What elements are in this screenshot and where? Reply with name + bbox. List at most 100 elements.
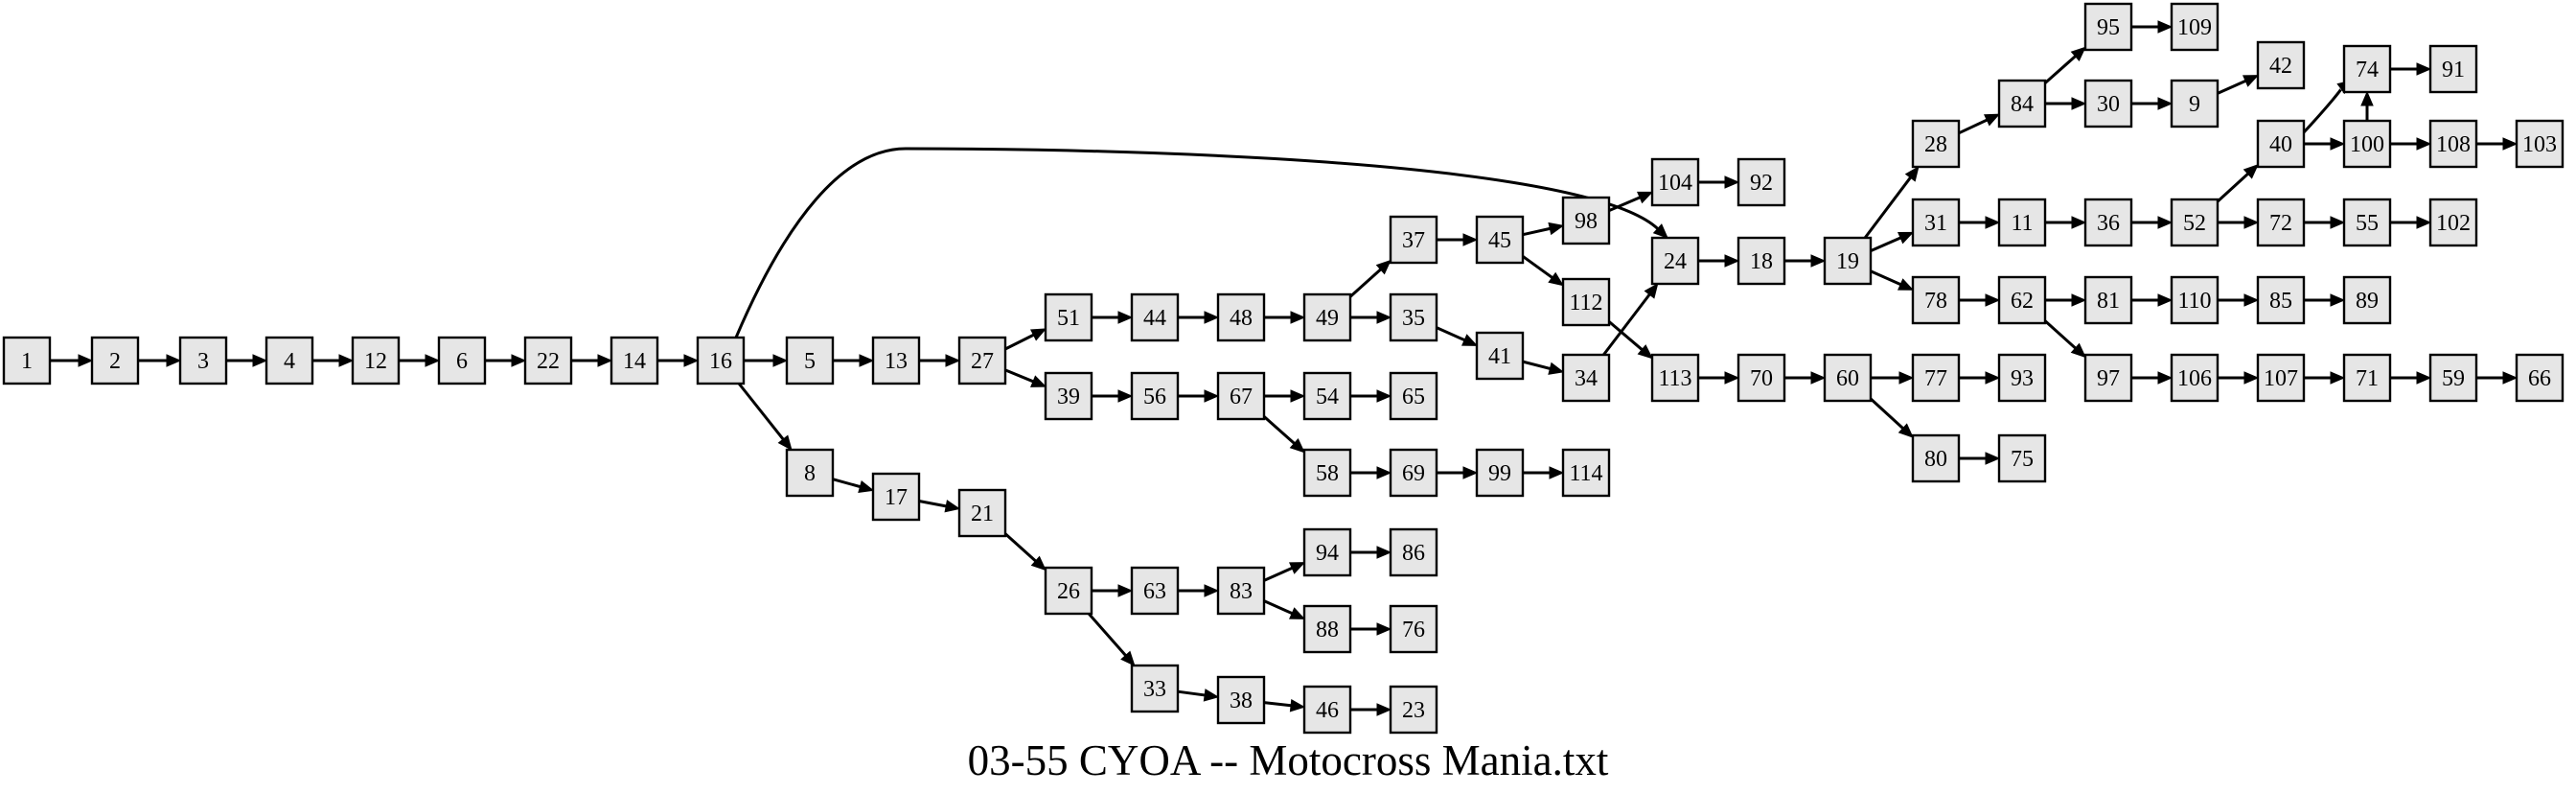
node-71[interactable]: 71 bbox=[2342, 353, 2392, 403]
node-42[interactable]: 42 bbox=[2256, 40, 2306, 90]
node-6[interactable]: 6 bbox=[437, 336, 487, 385]
node-63[interactable]: 63 bbox=[1130, 566, 1180, 616]
node-1[interactable]: 1 bbox=[2, 336, 52, 385]
node-36[interactable]: 36 bbox=[2083, 198, 2133, 247]
node-14[interactable]: 14 bbox=[610, 336, 659, 385]
edge-21-to-26 bbox=[1003, 532, 1046, 572]
node-49[interactable]: 49 bbox=[1302, 292, 1352, 342]
node-66[interactable]: 66 bbox=[2515, 353, 2564, 403]
node-54[interactable]: 54 bbox=[1302, 371, 1352, 421]
node-8[interactable]: 8 bbox=[785, 448, 835, 498]
node-108[interactable]: 108 bbox=[2428, 119, 2478, 169]
node-114[interactable]: 114 bbox=[1561, 448, 1611, 498]
node-78[interactable]: 78 bbox=[1911, 275, 1961, 325]
node-11[interactable]: 11 bbox=[1997, 198, 2047, 247]
node-113[interactable]: 113 bbox=[1650, 353, 1700, 403]
node-103[interactable]: 103 bbox=[2515, 119, 2564, 169]
node-28[interactable]: 28 bbox=[1911, 119, 1961, 169]
node-102[interactable]: 102 bbox=[2428, 198, 2478, 247]
node-88[interactable]: 88 bbox=[1302, 604, 1352, 654]
arrowhead bbox=[2360, 90, 2374, 106]
node-21[interactable]: 21 bbox=[957, 488, 1007, 538]
node-19[interactable]: 19 bbox=[1823, 236, 1873, 286]
node-35[interactable]: 35 bbox=[1389, 292, 1438, 342]
node-77[interactable]: 77 bbox=[1911, 353, 1961, 403]
node-45[interactable]: 45 bbox=[1475, 215, 1525, 265]
node-59[interactable]: 59 bbox=[2428, 353, 2478, 403]
edge-line bbox=[1263, 701, 1292, 708]
node-52[interactable]: 52 bbox=[2170, 198, 2220, 247]
node-110[interactable]: 110 bbox=[2170, 275, 2220, 325]
node-48[interactable]: 48 bbox=[1216, 292, 1266, 342]
node-16[interactable]: 16 bbox=[696, 336, 746, 385]
node-76[interactable]: 76 bbox=[1389, 604, 1438, 654]
node-12[interactable]: 12 bbox=[351, 336, 401, 385]
node-92[interactable]: 92 bbox=[1736, 157, 1786, 207]
node-83[interactable]: 83 bbox=[1216, 566, 1266, 616]
node-23[interactable]: 23 bbox=[1389, 685, 1438, 735]
node-27[interactable]: 27 bbox=[957, 336, 1007, 385]
node-46[interactable]: 46 bbox=[1302, 685, 1352, 735]
node-106[interactable]: 106 bbox=[2170, 353, 2220, 403]
node-40[interactable]: 40 bbox=[2256, 119, 2306, 169]
node-65[interactable]: 65 bbox=[1389, 371, 1438, 421]
node-85[interactable]: 85 bbox=[2256, 275, 2306, 325]
node-89[interactable]: 89 bbox=[2342, 275, 2392, 325]
node-100[interactable]: 100 bbox=[2342, 119, 2392, 169]
node-86[interactable]: 86 bbox=[1389, 527, 1438, 577]
arrowhead bbox=[1549, 466, 1565, 479]
node-97[interactable]: 97 bbox=[2083, 353, 2133, 403]
node-93[interactable]: 93 bbox=[1997, 353, 2047, 403]
node-55[interactable]: 55 bbox=[2342, 198, 2392, 247]
node-95[interactable]: 95 bbox=[2083, 2, 2133, 52]
node-33[interactable]: 33 bbox=[1130, 664, 1180, 713]
node-67[interactable]: 67 bbox=[1216, 371, 1266, 421]
node-30[interactable]: 30 bbox=[2083, 79, 2133, 128]
node-31[interactable]: 31 bbox=[1911, 198, 1961, 247]
node-box bbox=[1216, 566, 1266, 616]
node-94[interactable]: 94 bbox=[1302, 527, 1352, 577]
node-13[interactable]: 13 bbox=[871, 336, 921, 385]
arrowhead bbox=[2242, 75, 2260, 87]
node-74[interactable]: 74 bbox=[2342, 44, 2392, 94]
node-99[interactable]: 99 bbox=[1475, 448, 1525, 498]
node-98[interactable]: 98 bbox=[1561, 196, 1611, 245]
node-4[interactable]: 4 bbox=[264, 336, 314, 385]
node-box bbox=[437, 336, 487, 385]
node-18[interactable]: 18 bbox=[1736, 236, 1786, 286]
node-5[interactable]: 5 bbox=[785, 336, 835, 385]
node-62[interactable]: 62 bbox=[1997, 275, 2047, 325]
node-2[interactable]: 2 bbox=[90, 336, 140, 385]
node-24[interactable]: 24 bbox=[1650, 236, 1700, 286]
node-81[interactable]: 81 bbox=[2083, 275, 2133, 325]
node-60[interactable]: 60 bbox=[1823, 353, 1873, 403]
node-69[interactable]: 69 bbox=[1389, 448, 1438, 498]
node-109[interactable]: 109 bbox=[2170, 2, 2220, 52]
node-75[interactable]: 75 bbox=[1997, 433, 2047, 483]
node-34[interactable]: 34 bbox=[1561, 353, 1611, 403]
node-84[interactable]: 84 bbox=[1997, 79, 2047, 128]
node-107[interactable]: 107 bbox=[2256, 353, 2306, 403]
node-39[interactable]: 39 bbox=[1044, 371, 1093, 421]
node-label: 84 bbox=[2011, 92, 2034, 117]
node-112[interactable]: 112 bbox=[1561, 277, 1611, 327]
node-58[interactable]: 58 bbox=[1302, 448, 1352, 498]
node-38[interactable]: 38 bbox=[1216, 675, 1266, 725]
node-72[interactable]: 72 bbox=[2256, 198, 2306, 247]
node-22[interactable]: 22 bbox=[523, 336, 573, 385]
node-44[interactable]: 44 bbox=[1130, 292, 1180, 342]
node-41[interactable]: 41 bbox=[1475, 331, 1525, 381]
node-56[interactable]: 56 bbox=[1130, 371, 1180, 421]
node-91[interactable]: 91 bbox=[2428, 44, 2478, 94]
node-box bbox=[1302, 527, 1352, 577]
node-26[interactable]: 26 bbox=[1044, 566, 1093, 616]
arrowhead bbox=[2330, 137, 2346, 151]
node-80[interactable]: 80 bbox=[1911, 433, 1961, 483]
node-37[interactable]: 37 bbox=[1389, 215, 1438, 265]
node-51[interactable]: 51 bbox=[1044, 292, 1093, 342]
node-104[interactable]: 104 bbox=[1650, 157, 1700, 207]
node-9[interactable]: 9 bbox=[2170, 79, 2220, 128]
node-70[interactable]: 70 bbox=[1736, 353, 1786, 403]
node-3[interactable]: 3 bbox=[178, 336, 228, 385]
node-17[interactable]: 17 bbox=[871, 472, 921, 522]
